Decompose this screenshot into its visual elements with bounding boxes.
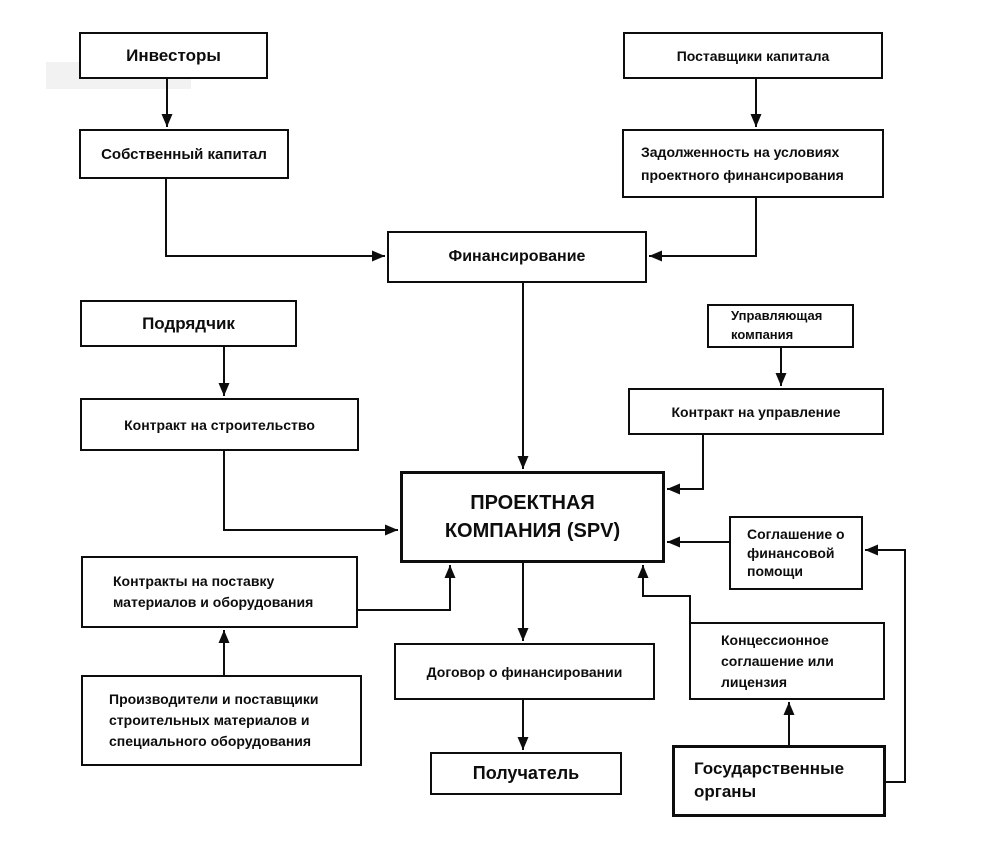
node-manufacturers-suppliers-label: Производители и поставщики строительных … xyxy=(109,691,319,749)
edge-construction-to-spv xyxy=(223,451,398,536)
node-recipient-label: Получатель xyxy=(472,763,580,783)
node-management-contract: Контракт на управление xyxy=(628,388,884,435)
node-capital-suppliers-label: Поставщики капитала xyxy=(676,47,830,64)
edge-supply-to-spv xyxy=(358,565,456,611)
node-supply-contracts: Контракты на поставку материалов и обору… xyxy=(81,556,358,628)
edge-mgmtcontract-to-spv xyxy=(667,435,704,495)
node-concession-license-label: Концессионное соглашение или лицензия xyxy=(721,631,834,690)
node-supply-contracts-label: Контракты на поставку материалов и обору… xyxy=(113,573,314,610)
node-government-bodies-label: Государственные органы xyxy=(694,759,845,801)
node-financing-agreement: Договор о финансировании xyxy=(394,643,655,700)
node-construction-contract-label: Контракт на строительство xyxy=(124,416,315,433)
node-government-bodies: Государственные органы xyxy=(672,745,886,817)
node-manufacturers-suppliers: Производители и поставщики строительных … xyxy=(81,675,362,766)
node-project-company-spv: ПРОЕКТНАЯ КОМПАНИЯ (SPV) xyxy=(400,471,665,563)
node-project-company-spv-label: ПРОЕКТНАЯ КОМПАНИЯ (SPV) xyxy=(444,492,621,542)
node-financing-label: Финансирование xyxy=(448,248,586,265)
node-construction-contract: Контракт на строительство xyxy=(80,398,359,451)
edge-debt-to-financing xyxy=(649,198,757,262)
node-investors-label: Инвесторы xyxy=(126,45,221,65)
node-financing: Финансирование xyxy=(387,231,647,283)
node-management-contract-label: Контракт на управление xyxy=(671,403,841,420)
node-contractor-label: Подрядчик xyxy=(142,313,235,333)
node-concession-license: Концессионное соглашение или лицензия xyxy=(689,622,885,700)
node-management-company: Управляющая компания xyxy=(707,304,854,348)
node-equity-capital: Собственный капитал xyxy=(79,129,289,179)
node-contractor: Подрядчик xyxy=(80,300,297,347)
node-capital-suppliers: Поставщики капитала xyxy=(623,32,883,79)
edge-equity-to-financing xyxy=(165,179,385,262)
node-financing-agreement-label: Договор о финансировании xyxy=(426,663,623,680)
node-investors: Инвесторы xyxy=(79,32,268,79)
node-management-company-label: Управляющая компания xyxy=(731,308,823,342)
edge-concession-to-spv xyxy=(637,565,691,622)
node-recipient: Получатель xyxy=(430,752,622,795)
node-financial-assistance-agreement: Соглашение о финансовой помощи xyxy=(729,516,863,590)
node-project-finance-debt: Задолженность на условиях проектного фин… xyxy=(622,129,884,198)
node-project-finance-debt-label: Задолженность на условиях проектного фин… xyxy=(641,144,844,183)
node-financial-assistance-agreement-label: Соглашение о финансовой помощи xyxy=(747,525,845,580)
node-equity-capital-label: Собственный капитал xyxy=(101,145,267,163)
